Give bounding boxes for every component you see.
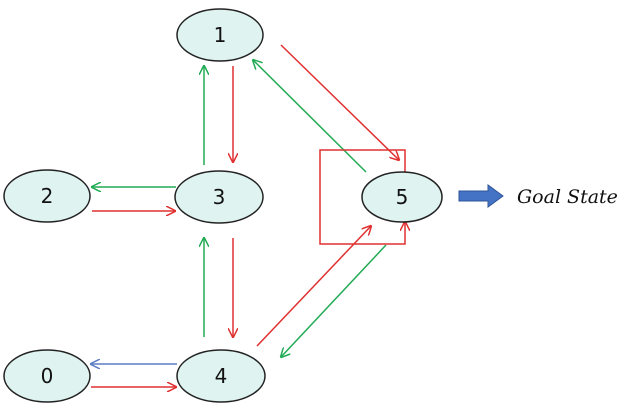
node-0: 0 (3, 349, 91, 403)
edge-5-to-1 (253, 60, 367, 173)
edge-5-to-4 (281, 244, 387, 357)
goal-state-label: Goal State (517, 186, 618, 208)
node-2-label: 2 (41, 184, 54, 208)
node-1-label: 1 (214, 23, 227, 47)
node-3: 3 (174, 170, 264, 224)
edge-4-to-5 (256, 226, 371, 347)
node-3-label: 3 (213, 185, 226, 209)
node-5-label: 5 (396, 185, 409, 209)
node-1: 1 (176, 8, 264, 62)
goal-arrow-icon (458, 184, 504, 208)
node-2: 2 (3, 169, 91, 223)
node-0-label: 0 (41, 364, 54, 388)
edge-5-self-loop (319, 149, 405, 245)
edge-1-to-5 (280, 44, 399, 160)
node-5: 5 (361, 171, 443, 223)
node-4: 4 (176, 349, 266, 403)
node-4-label: 4 (215, 364, 228, 388)
